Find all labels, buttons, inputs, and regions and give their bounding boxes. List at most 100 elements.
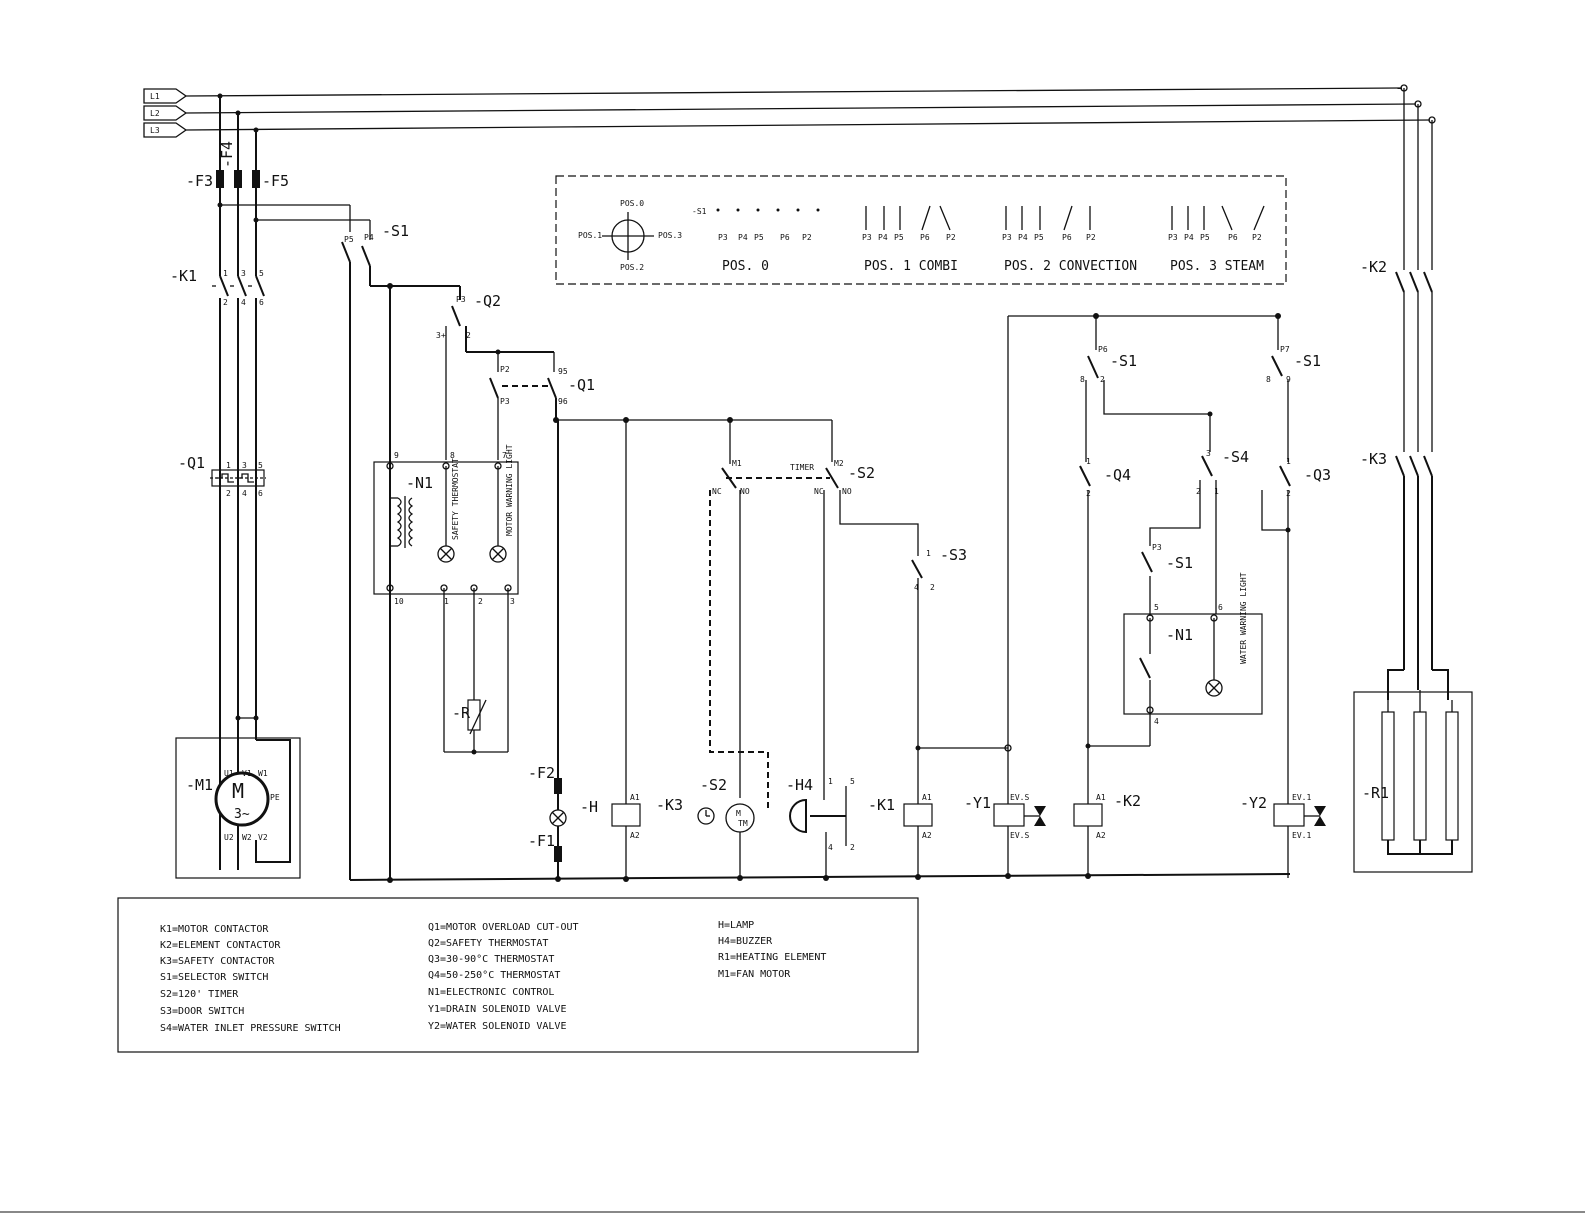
y2-label: -Y2 <box>1240 794 1267 812</box>
r-sensor-label: -R <box>452 704 471 722</box>
legend-s2: S2=120' TIMER <box>160 989 239 1000</box>
pos0-contacts: P3 P4 P5 P6 P2 <box>716 208 820 242</box>
m1-terminal-w1: W1 <box>258 769 268 778</box>
svg-text:4: 4 <box>1154 717 1159 726</box>
svg-text:-S1: -S1 <box>692 207 707 216</box>
legend-k3: K3=SAFETY CONTACTOR <box>160 956 275 967</box>
fuse-f4 <box>234 170 242 188</box>
svg-text:A2: A2 <box>922 831 932 840</box>
f1-label: -F1 <box>528 832 555 850</box>
svg-text:2: 2 <box>1100 375 1105 384</box>
m1-terminal-pe: PE <box>270 793 280 802</box>
svg-text:POS.0: POS.0 <box>620 199 644 208</box>
legend-r1: R1=HEATING ELEMENT <box>718 952 826 963</box>
svg-text:9: 9 <box>394 451 399 460</box>
svg-text:P5: P5 <box>1200 233 1210 242</box>
fuse-f5-label: -F5 <box>262 172 289 190</box>
pos2-contacts: P3 P4 P5 P6 P2 <box>1002 205 1096 242</box>
svg-text:8: 8 <box>1080 375 1085 384</box>
m1-terminal-v1: V1 <box>242 769 252 778</box>
svg-text:P2: P2 <box>802 233 812 242</box>
timer-text: TIMER <box>790 463 814 472</box>
svg-text:EV.S: EV.S <box>1010 793 1029 802</box>
n1-left-control: 9 8 7 10 1 2 3 -N1 SAFETY THERMOSTAT MOT… <box>373 444 519 755</box>
svg-text:6: 6 <box>259 298 264 307</box>
svg-text:P3: P3 <box>718 233 728 242</box>
svg-text:EV.S: EV.S <box>1010 831 1029 840</box>
n1-left-safety-text: SAFETY THERMOSTAT <box>451 458 460 540</box>
q1-main-label: -Q1 <box>178 454 205 472</box>
svg-text:NC: NC <box>712 487 722 496</box>
svg-text:A1: A1 <box>630 793 640 802</box>
svg-text:1: 1 <box>444 597 449 606</box>
svg-text:NO: NO <box>842 487 852 496</box>
legend-s3: S3=DOOR SWITCH <box>160 1006 244 1017</box>
y1-label: -Y1 <box>964 794 991 812</box>
legend-k1: K1=MOTOR CONTACTOR <box>160 924 269 935</box>
svg-text:M: M <box>736 809 741 818</box>
svg-text:8: 8 <box>1266 375 1271 384</box>
legend-h: H=LAMP <box>718 920 754 931</box>
clock-icon <box>697 807 715 825</box>
svg-text:2: 2 <box>930 583 935 592</box>
svg-text:2: 2 <box>466 331 471 340</box>
supply-bus: L1 L2 L3 <box>143 84 1436 138</box>
pos3-label: POS. 3 STEAM <box>1170 259 1264 274</box>
svg-text:P4: P4 <box>1184 233 1194 242</box>
m1-terminal-u2: U2 <box>224 833 234 842</box>
svg-text:6: 6 <box>258 489 263 498</box>
r1-label: -R1 <box>1362 784 1389 802</box>
svg-text:NC: NC <box>814 487 824 496</box>
s1-right-b-label: -S1 <box>1166 554 1193 572</box>
water-warning-lamp-icon <box>1205 679 1223 697</box>
s3-label: -S3 <box>940 546 967 564</box>
svg-text:5: 5 <box>259 269 264 278</box>
safety-thermostat-lamp-icon <box>437 545 455 563</box>
svg-text:1: 1 <box>223 269 228 278</box>
svg-text:P6: P6 <box>780 233 790 242</box>
svg-text:1: 1 <box>1086 457 1091 466</box>
s1-top-label: -S1 <box>382 222 409 240</box>
svg-text:4: 4 <box>828 843 833 852</box>
svg-text:3: 3 <box>510 597 515 606</box>
m1-phase-label: 3~ <box>234 807 250 822</box>
svg-text:2: 2 <box>223 298 228 307</box>
s1-right-c-label: -S1 <box>1294 352 1321 370</box>
legend-m1: M1=FAN MOTOR <box>718 969 791 980</box>
pos1-contacts: P3 P4 P5 P6 P2 <box>862 205 956 242</box>
terminal-l2: L2 <box>143 105 188 121</box>
k3-main-label: -K3 <box>1360 450 1387 468</box>
buzzer-icon <box>789 798 807 834</box>
neutral-bus <box>349 873 1291 883</box>
m1-terminal-v2: V2 <box>258 833 268 842</box>
legend-q4: Q4=50-250°C THERMOSTAT <box>428 970 560 981</box>
svg-text:P2: P2 <box>1086 233 1096 242</box>
svg-text:2: 2 <box>226 489 231 498</box>
svg-text:P5: P5 <box>754 233 764 242</box>
svg-text:EV.1: EV.1 <box>1292 831 1311 840</box>
fuse-f3 <box>216 170 224 188</box>
s4-label: -S4 <box>1222 448 1249 466</box>
svg-text:A1: A1 <box>922 793 932 802</box>
svg-text:1: 1 <box>926 549 931 558</box>
svg-text:P4: P4 <box>1018 233 1028 242</box>
motor-warning-lamp-icon <box>489 545 507 563</box>
s2-switch-label: -S2 <box>848 464 875 482</box>
svg-text:4: 4 <box>241 298 246 307</box>
terminal-l3-label: L3 <box>150 126 160 135</box>
n1-right-water-text: WATER WARNING LIGHT <box>1239 572 1248 664</box>
svg-text:P4: P4 <box>364 233 374 242</box>
svg-text:P6: P6 <box>920 233 930 242</box>
svg-text:P3: P3 <box>456 295 466 304</box>
n1-left-label: -N1 <box>406 474 433 492</box>
svg-text:1: 1 <box>828 777 833 786</box>
svg-text:M1: M1 <box>732 459 742 468</box>
